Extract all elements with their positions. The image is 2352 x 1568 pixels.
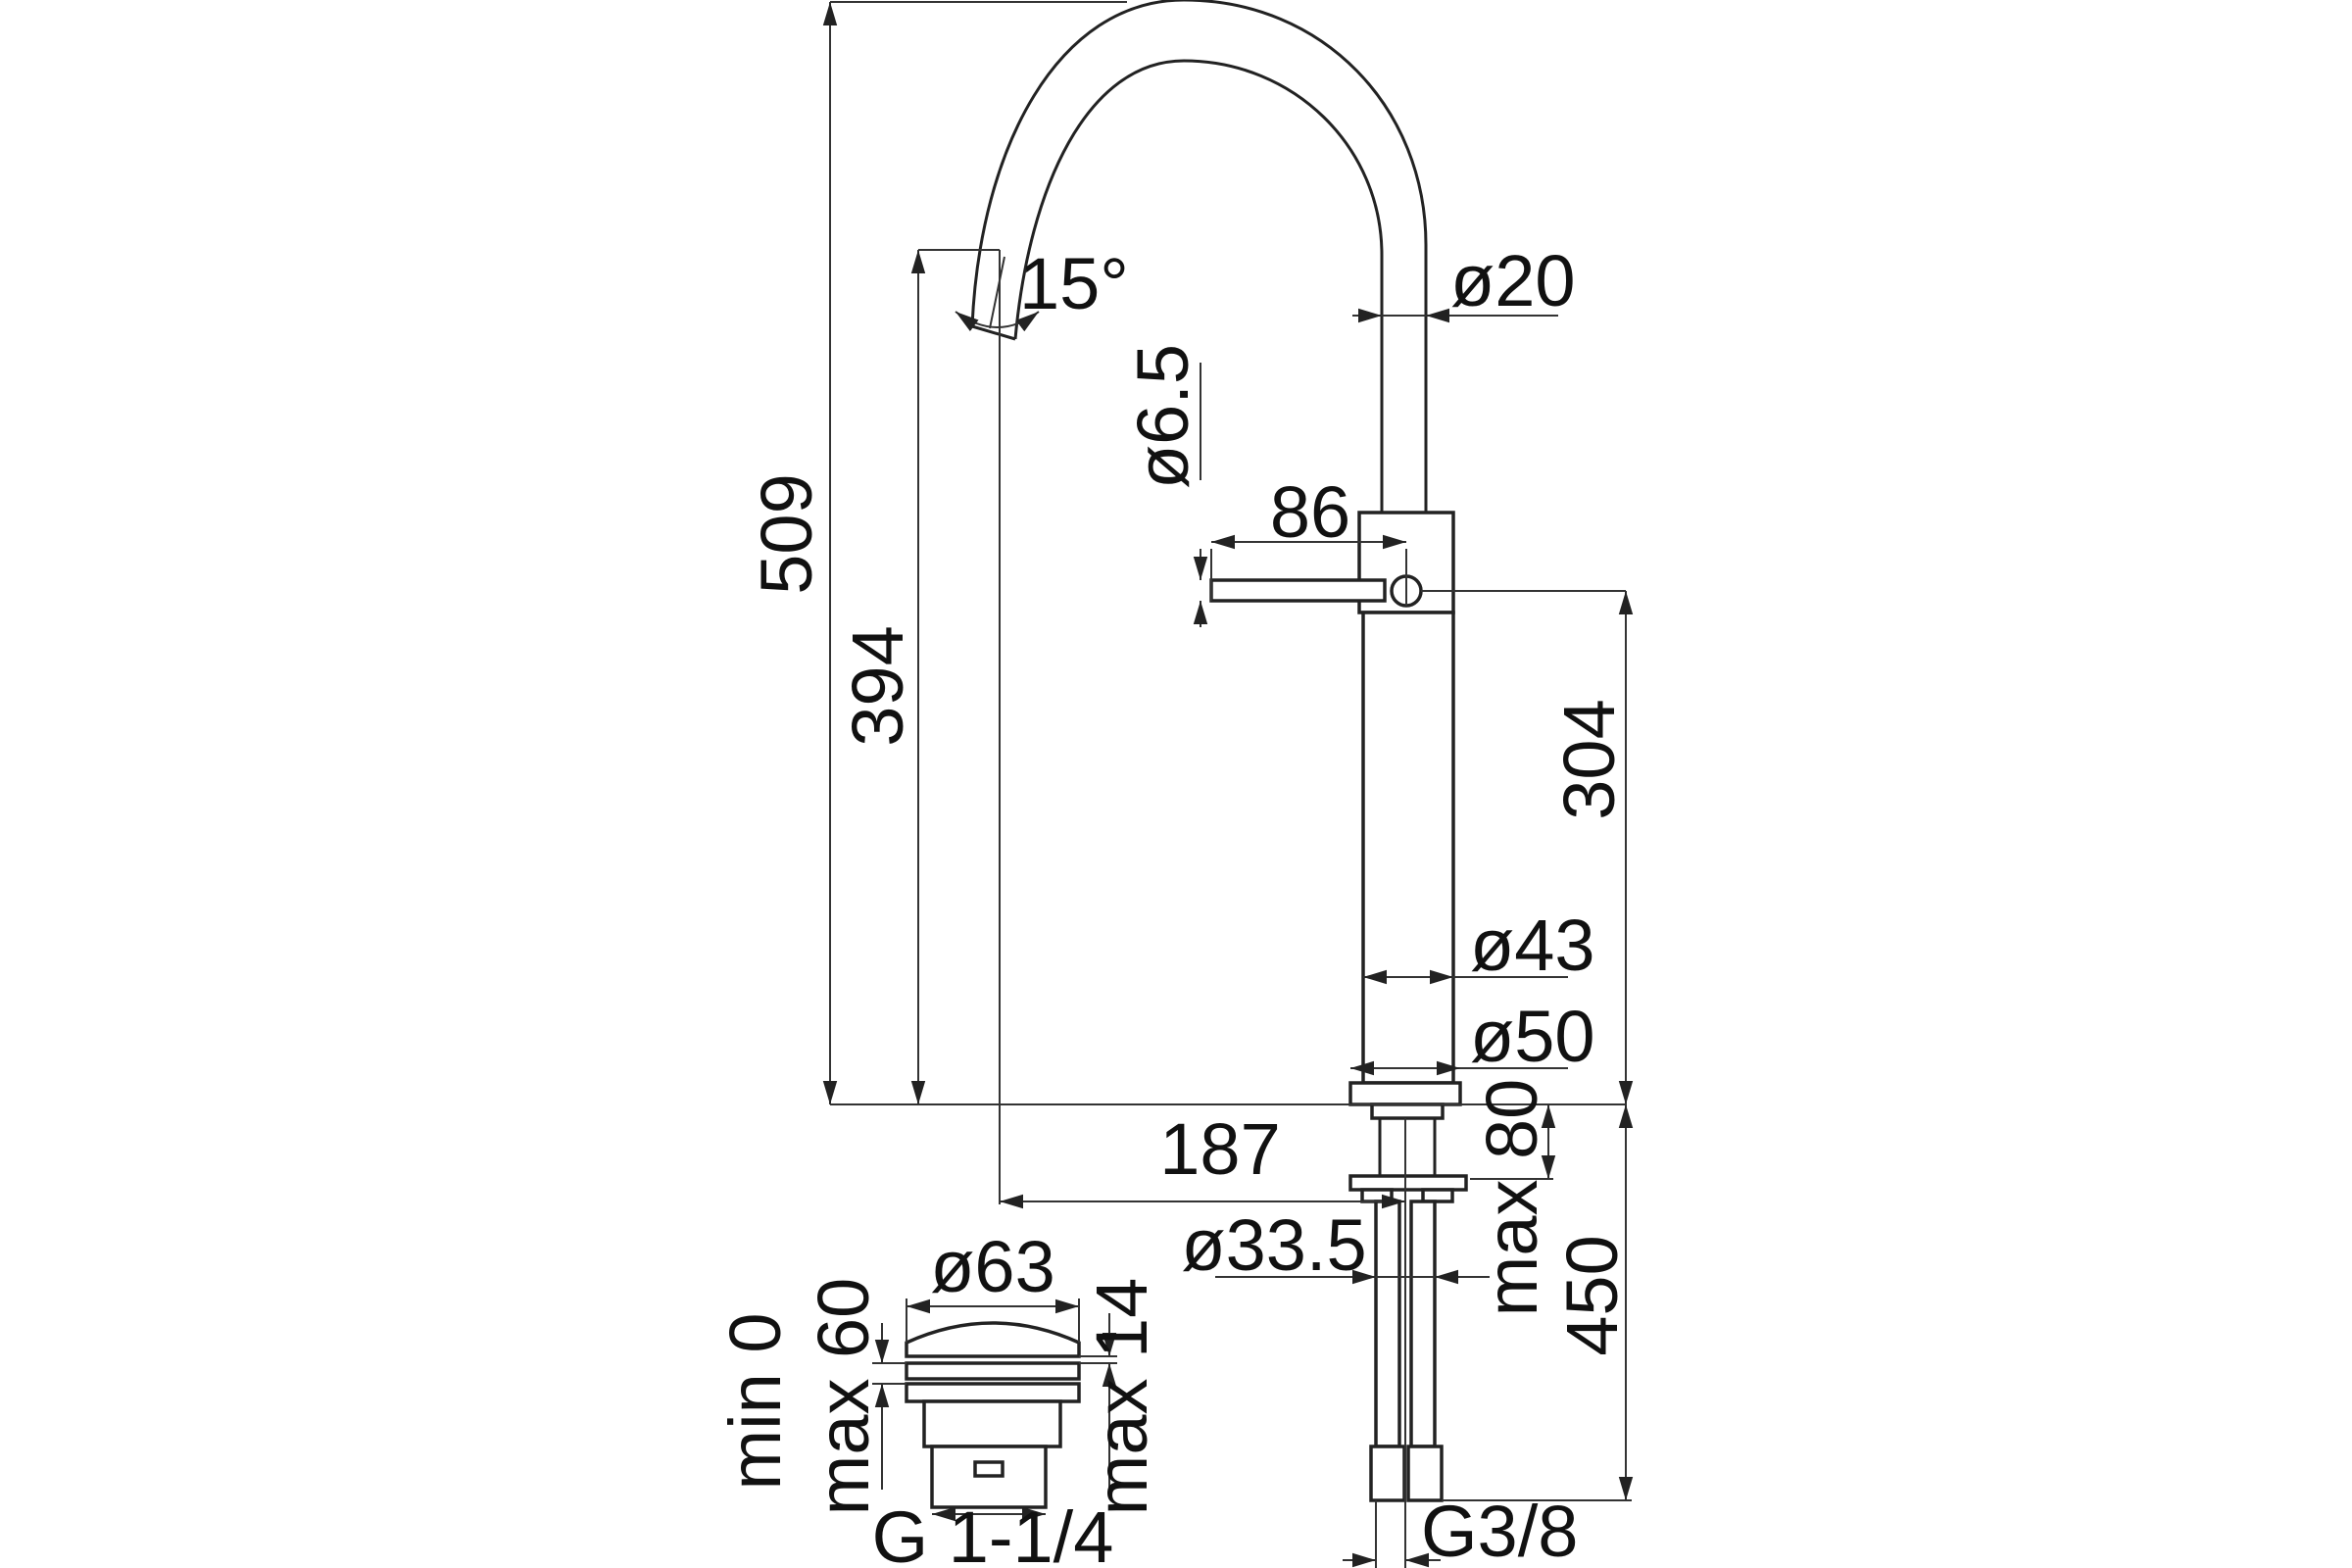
dim-waste-diameter: ø63 bbox=[930, 1226, 1055, 1307]
dim-waste-min: min 0 bbox=[714, 1313, 796, 1491]
dim-neck-diameter: ø20 bbox=[1450, 240, 1576, 321]
mounting-assembly bbox=[1348, 1102, 1468, 1502]
dim-body-diameter: ø43 bbox=[1470, 905, 1595, 986]
dimension-lines bbox=[822, 1, 1634, 1568]
lever-handle bbox=[1209, 578, 1387, 603]
dim-base-diameter: ø50 bbox=[1470, 996, 1595, 1077]
dim-max-80: max 80 bbox=[1471, 1079, 1552, 1317]
waste-drain bbox=[905, 1321, 1081, 1509]
dim-lever-diameter: ø6.5 bbox=[1122, 344, 1203, 489]
dim-waste-thread: G 1-1/4 bbox=[872, 1496, 1114, 1568]
dim-waste-max14: max 14 bbox=[1081, 1278, 1162, 1516]
dim-509: 509 bbox=[746, 473, 827, 594]
dim-lever-length: 86 bbox=[1270, 471, 1350, 553]
dim-304: 304 bbox=[1548, 699, 1630, 819]
dim-angle: 15° bbox=[1019, 243, 1129, 324]
dim-450: 450 bbox=[1551, 1235, 1633, 1355]
faucet-outline bbox=[970, 0, 1462, 1106]
dim-spout-reach: 187 bbox=[1159, 1108, 1280, 1190]
dim-hose-thread: G3/8 bbox=[1421, 1491, 1578, 1568]
dim-394: 394 bbox=[837, 625, 918, 746]
dim-hole-diameter: ø33.5 bbox=[1181, 1204, 1366, 1286]
dim-waste-max60: max 60 bbox=[803, 1278, 884, 1516]
